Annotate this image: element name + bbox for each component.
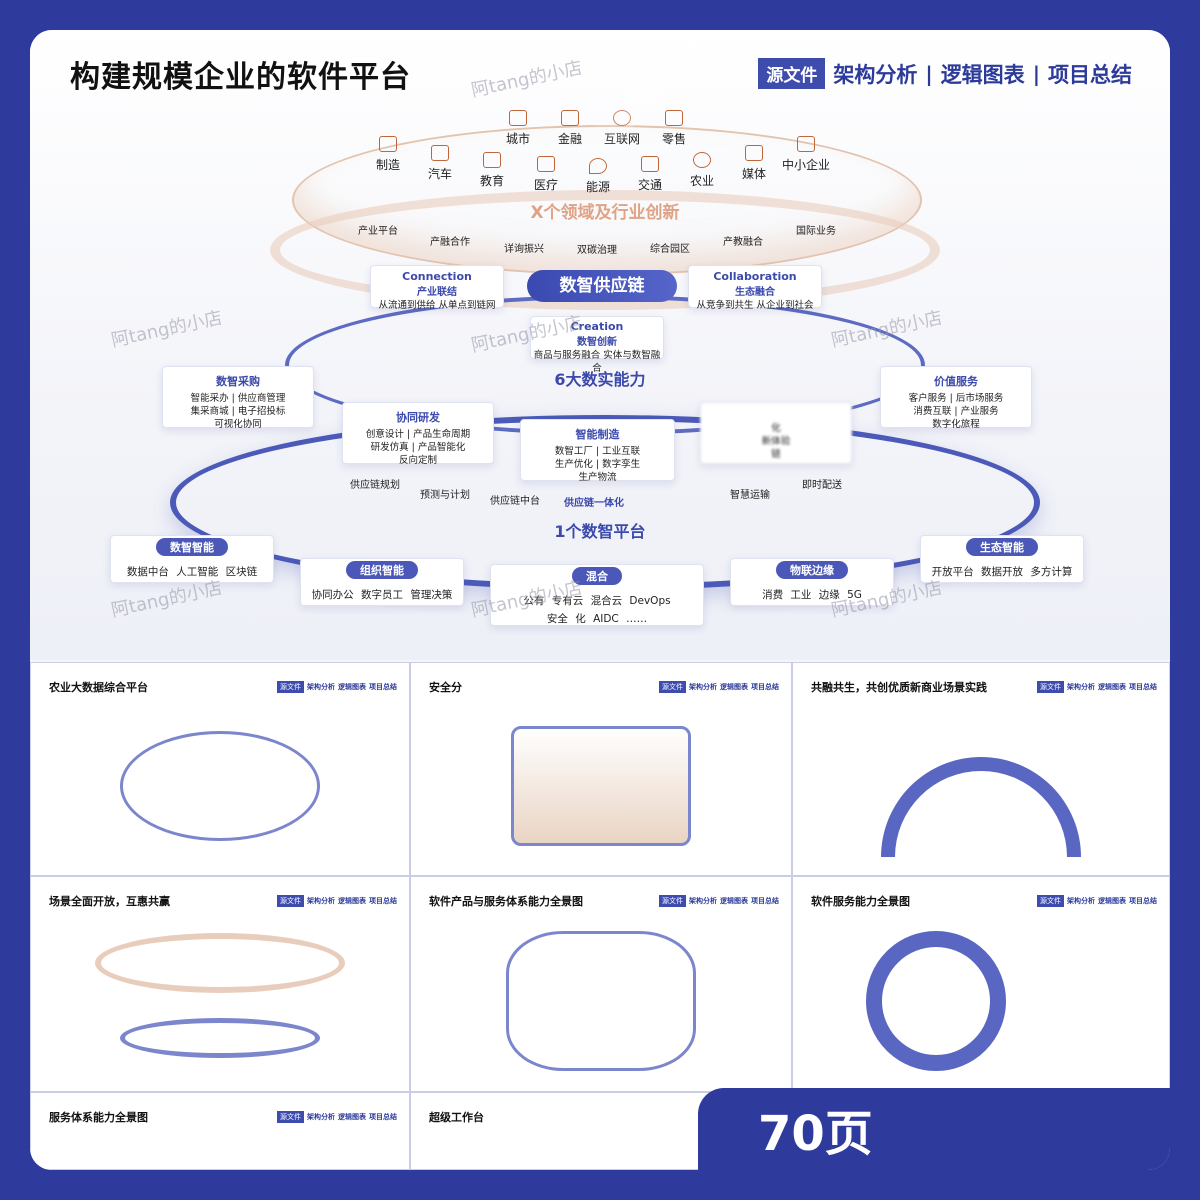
thumb-diagram [120, 1017, 320, 1058]
procurement-card: 数智采购 智能采办 | 供应商管理 集采商城 | 电子招投标 可视化协同 [162, 366, 314, 430]
thumb-diagram [506, 931, 696, 1072]
thumb-slide-3[interactable]: 共融共生，共创优质新商业场景实践 源文件架构分析逻辑图表项目总结 [792, 662, 1170, 876]
thumb-diagram [511, 725, 691, 846]
thumb-diagram [120, 730, 320, 841]
x-domain-title: X个领域及行业创新 [530, 203, 680, 223]
hybrid-cloud-box: 混合 公有 专有云 混合云 DevOps 安全 化 AIDC …… [490, 564, 704, 626]
thumb-diagram [95, 932, 345, 993]
thumb-slide-1[interactable]: 农业大数据综合平台 源文件架构分析逻辑图表项目总结 [30, 662, 410, 876]
page-count-badge: 70页 [698, 1088, 1170, 1170]
industry-media: 媒体 [719, 145, 789, 182]
sprout-icon [693, 152, 711, 168]
office-icon [797, 136, 815, 152]
six-capability-title: 6大数实能力 [554, 370, 646, 389]
bus-icon [641, 156, 659, 172]
data-intel-box: 数智智能 数据中台 人工智能 区块链 [110, 535, 274, 583]
capability-item: 供应链规划 [350, 480, 400, 491]
capability-item: 供应链一体化 [564, 498, 624, 509]
connection-card: Connection 产业联结 从流通到供给 从单点到链网 [370, 265, 504, 311]
building-icon [509, 110, 527, 126]
tag-logic-chart: 逻辑图表 [940, 62, 1025, 87]
hero-slide: 构建规模企业的软件平台 源文件 架构分析 | 逻辑图表 | 项目总结 城市 金融… [30, 30, 1170, 660]
watermark: 阿tang的小店 [469, 57, 585, 102]
basket-icon [665, 110, 683, 126]
value-service-card: 价值服务 客户服务 | 后市场服务 消费互联 | 产业服务 数字化旅程 [880, 366, 1032, 430]
industry-retail: 零售 [639, 110, 709, 147]
x-item: 详询振兴 [504, 244, 544, 255]
x-item: 国际业务 [796, 226, 836, 237]
x-item: 综合园区 [650, 244, 690, 255]
graduation-cap-icon [483, 152, 501, 168]
capability-item: 供应链中台 [490, 496, 540, 507]
thumb-diagram [881, 757, 1081, 858]
thumb-slide-7[interactable]: 服务体系能力全景图 源文件架构分析逻辑图表项目总结 [30, 1092, 410, 1170]
x-item: 产业平台 [358, 226, 398, 237]
eco-intel-box: 生态智能 开放平台 数据开放 多方计算 [920, 535, 1084, 583]
industry-manufacturing: 制造 [353, 136, 423, 173]
rnd-card: 协同研发 创意设计 | 产品生命周期 研发仿真 | 产品智能化 反向定制 [342, 402, 494, 466]
thumb-slide-5[interactable]: 软件产品与服务体系能力全景图 源文件架构分析逻辑图表项目总结 [410, 876, 792, 1092]
manufacturing-card: 智能制造 数智工厂 | 工业互联 生产优化 | 数字孪生 生产物流 [520, 419, 675, 483]
tag-architecture: 架构分析 [833, 62, 918, 87]
industry-finance: 金融 [535, 110, 605, 147]
industry-education: 教育 [457, 152, 527, 189]
thumb-diagram [865, 931, 1006, 1072]
tag-summary: 项目总结 [1048, 62, 1132, 87]
watermark: 阿tang的小店 [109, 307, 225, 352]
industry-medical: 医疗 [511, 156, 581, 193]
play-icon [745, 145, 763, 161]
hero-title: 构建规模企业的软件平台 [70, 60, 411, 95]
creation-card: Creation 数智创新 商品与服务融合 实体与数智融合 [530, 316, 664, 374]
industry-auto: 汽车 [405, 145, 475, 182]
industry-transport: 交通 [615, 156, 685, 193]
medical-cross-icon [537, 156, 555, 172]
capability-item: 预测与计划 [420, 490, 470, 501]
car-icon [431, 145, 449, 161]
industry-sme: 中小企业 [771, 136, 841, 173]
thumb-slide-2[interactable]: 安全分 源文件架构分析逻辑图表项目总结 [410, 662, 792, 876]
tag-separator: | [1032, 61, 1040, 86]
hero-tags: 源文件 架构分析 | 逻辑图表 | 项目总结 [758, 58, 1132, 89]
x-item: 产融合作 [430, 237, 470, 248]
tools-icon [379, 136, 397, 152]
x-item: 双碳治理 [577, 245, 617, 256]
thumb-slide-6[interactable]: 软件服务能力全景图 源文件架构分析逻辑图表项目总结 [792, 876, 1170, 1092]
industry-agriculture: 农业 [667, 152, 737, 189]
iot-edge-box: 物联边缘 消费 工业 边缘 5G [730, 558, 894, 606]
x-item: 产教融合 [723, 237, 763, 248]
one-platform-title: 1个数智平台 [554, 522, 646, 541]
org-intel-box: 组织智能 协同办公 数字员工 管理决策 [300, 558, 464, 606]
marketing-card: 化 新体验 链 [700, 402, 852, 464]
coins-icon [561, 110, 579, 126]
supply-chain-badge: 数智供应链 [527, 270, 677, 302]
source-tag: 源文件 [758, 58, 826, 89]
collaboration-card: Collaboration 生态融合 从竞争到共生 从企业到社会 [688, 265, 822, 311]
tag-separator: | [925, 61, 933, 86]
capability-item: 智慧运输 [730, 490, 770, 501]
industry-city: 城市 [483, 110, 553, 147]
capability-item: 即时配送 [802, 480, 842, 491]
slide-frame: 构建规模企业的软件平台 源文件 架构分析 | 逻辑图表 | 项目总结 城市 金融… [30, 30, 1170, 1170]
thumb-slide-4[interactable]: 场景全面开放，互惠共赢 源文件架构分析逻辑图表项目总结 [30, 876, 410, 1092]
page-count: 70页 [758, 1106, 873, 1162]
